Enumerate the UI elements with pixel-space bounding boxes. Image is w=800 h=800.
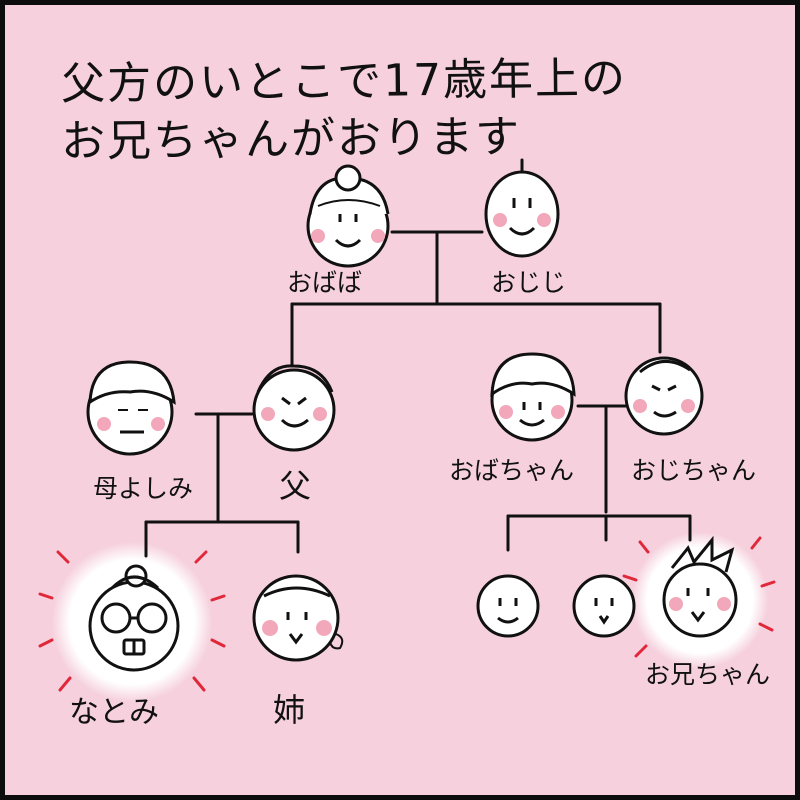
- grandpa-face-icon: [484, 170, 560, 258]
- uncle-face-icon: [624, 356, 704, 436]
- family-tree-drawing: [38, 158, 776, 702]
- father-face-icon: [252, 364, 336, 452]
- label-uncle: おじちゃん: [631, 456, 757, 485]
- tree-lines: [144, 158, 692, 558]
- label-cousin-brother: お兄ちゃん: [645, 660, 771, 689]
- cousin-1-face-icon: [476, 574, 540, 638]
- label-aunt: おばちゃん: [449, 456, 575, 485]
- self-emphasis-marks: [38, 550, 226, 692]
- self-face-icon: [88, 564, 180, 672]
- label-sister: 姉: [273, 691, 306, 729]
- label-grandma: おばば: [287, 268, 363, 297]
- label-grandpa: おじじ: [491, 268, 567, 297]
- aunt-face-icon: [490, 352, 576, 442]
- cousin-2-face-icon: [572, 574, 636, 638]
- mother-face-icon: [86, 360, 176, 456]
- label-self: なとみ: [69, 695, 159, 730]
- label-mother: 母よしみ: [93, 474, 194, 503]
- grandma-face-icon: [306, 164, 390, 268]
- cousin-emphasis-marks: [622, 536, 776, 658]
- cousin-brother-face-icon: [662, 535, 738, 638]
- label-father: 父: [279, 467, 312, 505]
- sister-face-icon: [252, 574, 344, 662]
